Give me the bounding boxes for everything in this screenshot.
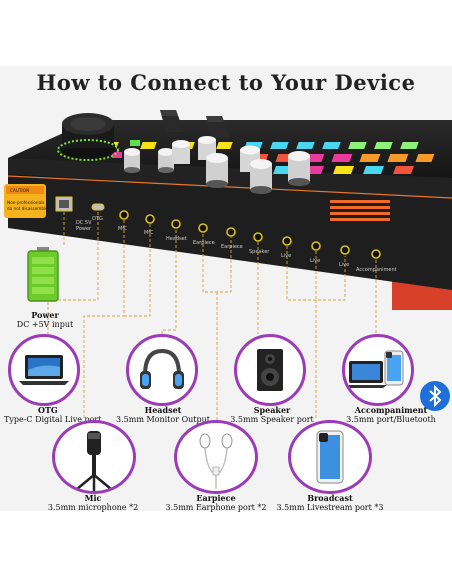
smartphone-icon [316, 430, 344, 484]
svg-text:Earpiece: Earpiece [193, 240, 215, 246]
speaker-icon [257, 349, 283, 391]
caution-heading: CAUTION [10, 188, 29, 193]
jack-speaker: Speaker [249, 232, 270, 255]
label-earpiece: Earpiece 3.5mm Earphone port *2 [165, 493, 267, 513]
label-mic: Mic 3.5mm microphone *2 [47, 493, 139, 513]
label-otg: OTG Type-C Digital Live port [4, 405, 102, 425]
caution-text-2: do not disassemble [7, 206, 48, 211]
port-label-power: Power [76, 226, 92, 232]
accompaniment-device-circle [342, 334, 414, 406]
level-meter [330, 200, 390, 221]
speaker-device-circle [234, 334, 306, 406]
earphones-icon [199, 433, 233, 489]
microphone-icon [76, 431, 112, 491]
caution-text-1: Non-professionals [7, 200, 44, 205]
page-title: How to Connect to Your Device [36, 70, 416, 95]
label-accompaniment: Accompaniment 3.5mm port/Bluetooth [346, 405, 436, 425]
headphones-icon [140, 348, 184, 389]
sound-card-device: CAUTION Non-professionals do not disasse… [4, 110, 452, 310]
svg-text:Speaker: Speaker [249, 249, 270, 255]
label-headset: Headset 3.5mm Monitor Output [116, 405, 210, 425]
mic-device-circle [52, 420, 136, 494]
bottom-margin [0, 511, 452, 584]
otg-device-circle [8, 334, 80, 406]
slider-caps [160, 110, 230, 138]
port-label-otg: OTG [92, 216, 103, 222]
knob-row [124, 136, 310, 194]
svg-text:MIC: MIC [144, 230, 154, 236]
svg-text:Earpiece: Earpiece [221, 244, 243, 250]
svg-text:Accompaniment: Accompaniment [356, 267, 397, 273]
broadcast-device-circle [288, 420, 372, 494]
headset-device-circle [126, 334, 198, 406]
caution-sticker: CAUTION Non-professionals do not disasse… [4, 184, 48, 218]
svg-text:MIC: MIC [118, 226, 128, 232]
label-speaker: Speaker 3.5mm Speaker port [230, 405, 314, 425]
bluetooth-icon [420, 381, 450, 411]
laptop-icon [19, 355, 69, 385]
svg-text:Headset: Headset [166, 236, 187, 242]
laptop-phone-icon [345, 350, 404, 388]
battery-icon [27, 247, 59, 302]
master-knob [57, 113, 119, 161]
earpiece-device-circle [174, 420, 258, 494]
jack-live-1: Live [281, 236, 292, 259]
svg-text:Live: Live [310, 258, 320, 264]
svg-text:Live: Live [339, 262, 349, 268]
label-broadcast: Broadcast 3.5mm Livestream port *3 [276, 493, 384, 513]
label-power: Power DC +5V input [16, 310, 74, 330]
svg-text:Live: Live [281, 253, 291, 259]
